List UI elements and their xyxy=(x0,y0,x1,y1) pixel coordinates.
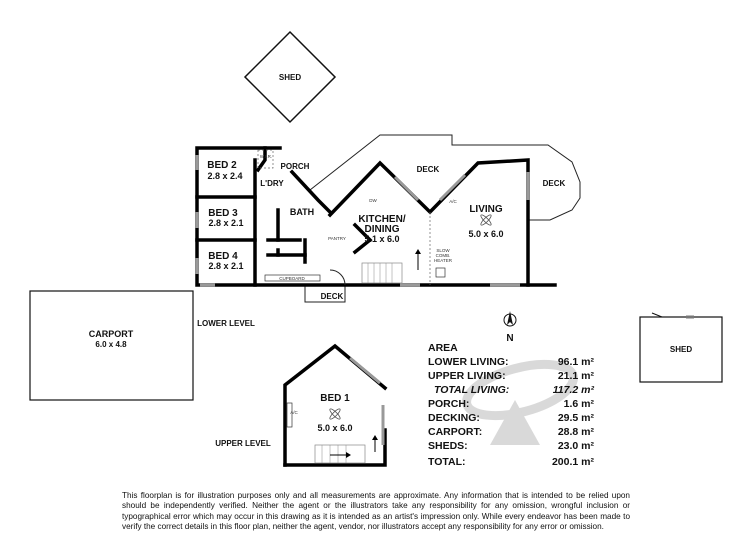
deck-right-label: DECK xyxy=(543,179,566,188)
area-row-sheds: SHEDS:23.0 m² xyxy=(428,440,594,452)
kitchen-size: 5.1 x 6.0 xyxy=(364,234,399,244)
area-row-total: TOTAL:200.1 m² xyxy=(428,456,594,468)
area-row-total-living: TOTAL LIVING:117.2 m² xyxy=(434,384,594,396)
ac-label-upper: A/C xyxy=(290,410,298,415)
kitchen-name-2: DINING xyxy=(365,224,400,235)
upper-level-walls xyxy=(283,343,388,467)
pantry-label: PANTRY xyxy=(328,236,346,241)
disclaimer-text: This floorplan is for illustration purpo… xyxy=(122,491,630,531)
bed2-size: 2.8 x 2.4 xyxy=(207,171,242,181)
ceiling-fan-icon xyxy=(329,408,341,420)
north-label: N xyxy=(506,333,513,344)
wir-label: W.I.R. xyxy=(260,154,272,159)
cupboard-label: CUPBOARD xyxy=(279,276,305,281)
living-name: LIVING xyxy=(469,204,503,215)
area-row-lower-living: LOWER LIVING:96.1 m² xyxy=(428,356,594,368)
porch-label: PORCH xyxy=(281,162,310,171)
area-title: AREA xyxy=(428,342,458,354)
bed2-name: BED 2 xyxy=(207,160,237,171)
ceiling-fan-icon xyxy=(480,214,492,226)
bed1-name: BED 1 xyxy=(320,393,350,404)
shed-right: SHED xyxy=(639,312,723,383)
bed4-name: BED 4 xyxy=(208,251,238,262)
stairs-lower xyxy=(361,249,421,284)
lower-level-title: LOWER LEVEL xyxy=(197,319,255,328)
area-row-porch: PORCH:1.6 m² xyxy=(428,398,594,410)
shed-top-label: SHED xyxy=(279,73,301,82)
bed3-size: 2.8 x 2.1 xyxy=(208,218,243,228)
north-arrow-icon: N xyxy=(503,311,517,344)
deck-top-label: DECK xyxy=(417,165,440,174)
heater-label-3: HEATER xyxy=(434,258,453,263)
dw-label: DW xyxy=(369,198,377,203)
carport-size: 6.0 x 4.8 xyxy=(95,340,127,349)
bed1-size: 5.0 x 6.0 xyxy=(317,423,352,433)
area-row-upper-living: UPPER LIVING:21.1 m² xyxy=(428,370,594,382)
bed4-size: 2.8 x 2.1 xyxy=(208,261,243,271)
upper-level-title: UPPER LEVEL xyxy=(215,439,271,448)
living-size: 5.0 x 6.0 xyxy=(468,229,503,239)
lower-level-walls: CUPBOARD W.I.R. xyxy=(195,146,557,287)
ac-label-lower: A/C xyxy=(449,199,457,204)
deck-bottom-label: DECK xyxy=(321,292,344,301)
bed3-name: BED 3 xyxy=(208,208,238,219)
carport-name: CARPORT xyxy=(89,329,134,339)
deck-outline xyxy=(304,134,581,303)
bath-label: BATH xyxy=(290,207,314,217)
shed-right-label: SHED xyxy=(670,345,692,354)
area-row-carport: CARPORT:28.8 m² xyxy=(428,426,594,438)
watermark-logo xyxy=(462,359,578,445)
kitchen-name-1: KITCHEN/ xyxy=(358,214,405,225)
laundry-label: L'DRY xyxy=(260,179,284,188)
heater-label-1: SLOW xyxy=(436,248,450,253)
area-table: AREA LOWER LIVING:96.1 m² UPPER LIVING:2… xyxy=(428,341,594,469)
heater-label-2: COMB. xyxy=(436,253,451,258)
area-row-decking: DECKING:29.5 m² xyxy=(428,412,594,424)
shed-top: SHED xyxy=(243,30,337,124)
carport: CARPORT 6.0 x 4.8 xyxy=(29,290,194,401)
